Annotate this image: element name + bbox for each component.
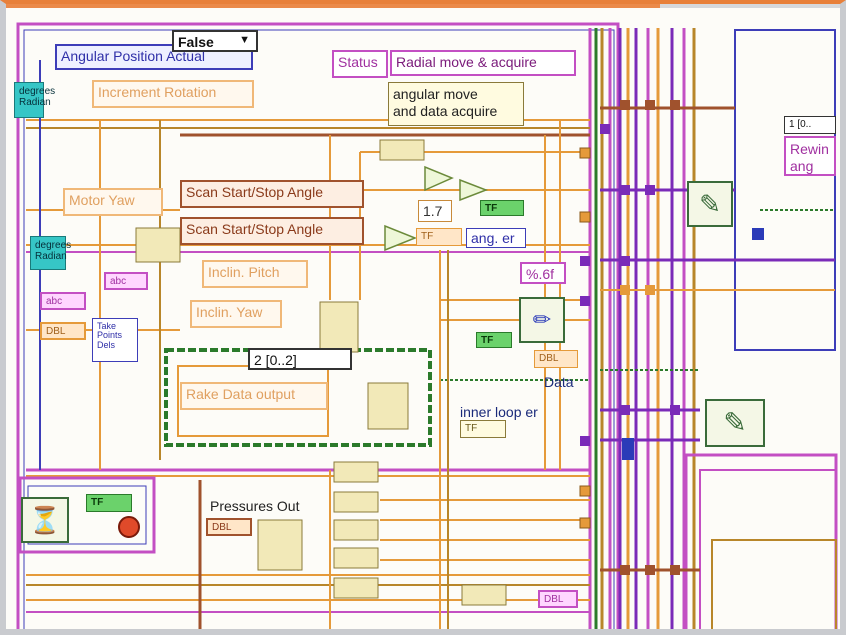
tf-terminal-4[interactable]: TF <box>416 228 462 246</box>
tf-terminal-5[interactable]: TF <box>460 420 506 438</box>
dbl-terminal-2[interactable]: DBL <box>206 518 252 536</box>
rewind-label: Rewin ang <box>784 136 836 176</box>
inclin-pitch-control[interactable]: Inclin. Pitch <box>202 260 308 288</box>
degree-radian-node-2[interactable]: degrees Radian <box>30 236 71 270</box>
dbl-terminal-3[interactable]: DBL <box>534 350 578 368</box>
dbl-terminal-4[interactable]: DBL <box>538 590 578 608</box>
boolean-tf-terminal-3[interactable]: TF <box>86 494 132 512</box>
chevron-down-icon: ▼ <box>239 34 250 46</box>
increment-rotation-control[interactable]: Increment Rotation <box>92 80 254 108</box>
constant-1-7[interactable]: 1.7 <box>418 200 452 222</box>
scan-start-stop-angle-control-1[interactable]: Scan Start/Stop Angle <box>180 180 364 208</box>
rewind-case-selector[interactable]: 1 [0.. <box>784 116 836 134</box>
status-label: Status <box>332 50 388 78</box>
pressures-out-label: Pressures Out <box>210 498 300 514</box>
file-write-icon-2[interactable]: ✎ <box>723 407 747 438</box>
string-constant-abc-1[interactable]: abc <box>104 272 148 290</box>
case-selector-2[interactable]: 2 [0..2] <box>248 348 352 370</box>
ang-er-indicator[interactable]: ang. er <box>466 228 526 248</box>
format-string-constant[interactable]: %.6f <box>520 262 566 284</box>
dbl-terminal-1[interactable]: DBL <box>40 322 86 340</box>
radial-move-case-label[interactable]: Radial move & acquire <box>390 50 576 76</box>
boolean-tf-terminal-2[interactable]: TF <box>476 332 512 348</box>
inner-loop-er-label: inner loop er <box>460 404 538 420</box>
inclin-yaw-control[interactable]: Inclin. Yaw <box>190 300 282 328</box>
rake-data-output-control[interactable]: Rake Data output <box>180 382 328 410</box>
take-points-subvi[interactable]: Take Points Dels <box>92 318 138 362</box>
false-case-selector[interactable]: False ▼ <box>172 30 258 52</box>
stop-button-icon[interactable] <box>118 516 140 538</box>
boolean-tf-terminal-1[interactable]: TF <box>480 200 524 216</box>
motor-yaw-control[interactable]: Motor Yaw <box>63 188 163 216</box>
data-label: Data <box>544 374 574 390</box>
window-top-bar <box>0 0 846 8</box>
file-write-icon-1[interactable]: ✎ <box>699 189 721 219</box>
scan-start-stop-angle-control-2[interactable]: Scan Start/Stop Angle <box>180 217 364 245</box>
string-constant-abc-2[interactable]: abc <box>40 292 86 310</box>
degree-radian-node[interactable]: degrees Radian <box>14 82 55 118</box>
comment-text: angular move and data acquire <box>388 82 524 126</box>
format-to-string-icon[interactable]: ✏ <box>532 307 552 332</box>
metronome-icon[interactable]: ⏳ <box>28 505 62 535</box>
